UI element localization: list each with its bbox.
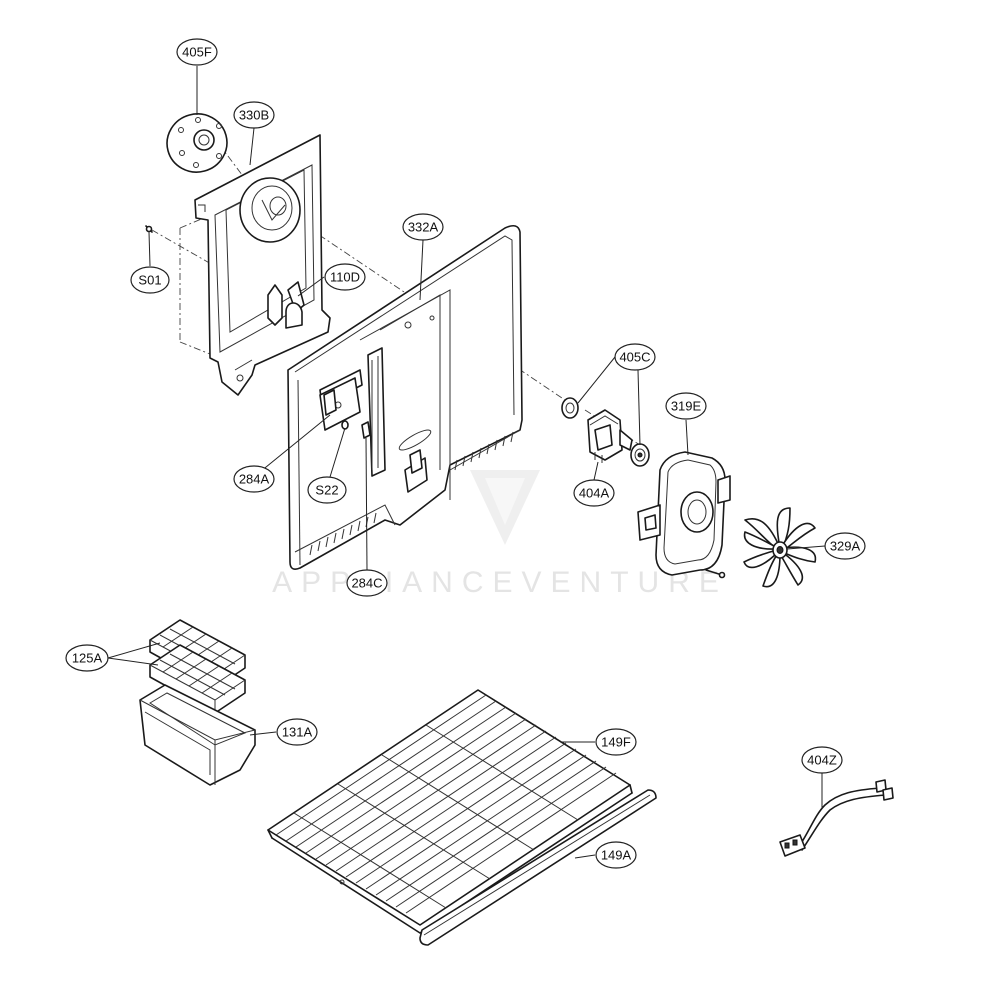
part-125A-ice-trays [149, 619, 246, 714]
part-405C-gears [561, 397, 650, 467]
part-329A-fan-blade [743, 507, 817, 588]
part-404Z-harness [779, 779, 894, 857]
callout-404A-text: 404A [579, 486, 610, 501]
callout-S22: S22 [307, 476, 347, 504]
callout-330B-text: 330B [239, 108, 269, 123]
part-404A-motor [587, 409, 633, 463]
callout-404Z-text: 404Z [807, 753, 837, 768]
callout-S01: S01 [130, 266, 170, 294]
callout-125A: 125A [65, 644, 109, 672]
callout-125A-text: 125A [72, 651, 103, 666]
part-284C [361, 421, 371, 439]
leader-lines [107, 66, 826, 859]
callout-131A: 131A [276, 718, 318, 746]
part-405F-gear [166, 113, 228, 173]
callout-319E-text: 319E [671, 399, 702, 414]
callout-284A-text: 284A [239, 472, 270, 487]
callout-405F: 405F [176, 38, 218, 66]
callout-149A-text: 149A [601, 848, 632, 863]
callout-131A-text: 131A [282, 725, 313, 740]
callout-332A: 332A [402, 213, 444, 241]
callout-405F-text: 405F [182, 45, 212, 60]
callout-330B: 330B [233, 101, 275, 129]
part-S22-screw [341, 420, 349, 430]
callout-329A-text: 329A [830, 539, 861, 554]
watermark-text: APPLIANCEVENTURE [272, 566, 728, 599]
callout-404Z: 404Z [801, 746, 843, 774]
callout-149A: 149A [595, 841, 637, 869]
callout-149F-text: 149F [601, 735, 631, 750]
part-149F-wire-shelf [267, 689, 633, 934]
callout-284C: 284C [346, 569, 388, 597]
part-330B-housing [194, 134, 331, 396]
callout-S01-text: S01 [138, 273, 161, 288]
part-131A-ice-bin [139, 684, 256, 786]
part-319E-fan-housing [637, 451, 731, 579]
callout-405C: 405C [614, 343, 656, 371]
callout-284A: 284A [233, 465, 275, 493]
callout-319E: 319E [665, 392, 707, 420]
part-284A [323, 389, 337, 416]
callout-404A: 404A [573, 479, 615, 507]
callout-S22-text: S22 [315, 483, 338, 498]
callout-332A-text: 332A [408, 220, 439, 235]
part-149A-trim [419, 789, 657, 946]
callout-329A: 329A [824, 532, 866, 560]
callout-405C-text: 405C [619, 350, 650, 365]
grille-bottom-right [454, 431, 514, 471]
callout-284C-text: 284C [351, 576, 382, 591]
callout-149F: 149F [595, 728, 637, 756]
callout-110D-text: 110D [330, 270, 360, 285]
part-S01-screw [145, 225, 153, 233]
callout-110D: 110D [324, 263, 366, 291]
